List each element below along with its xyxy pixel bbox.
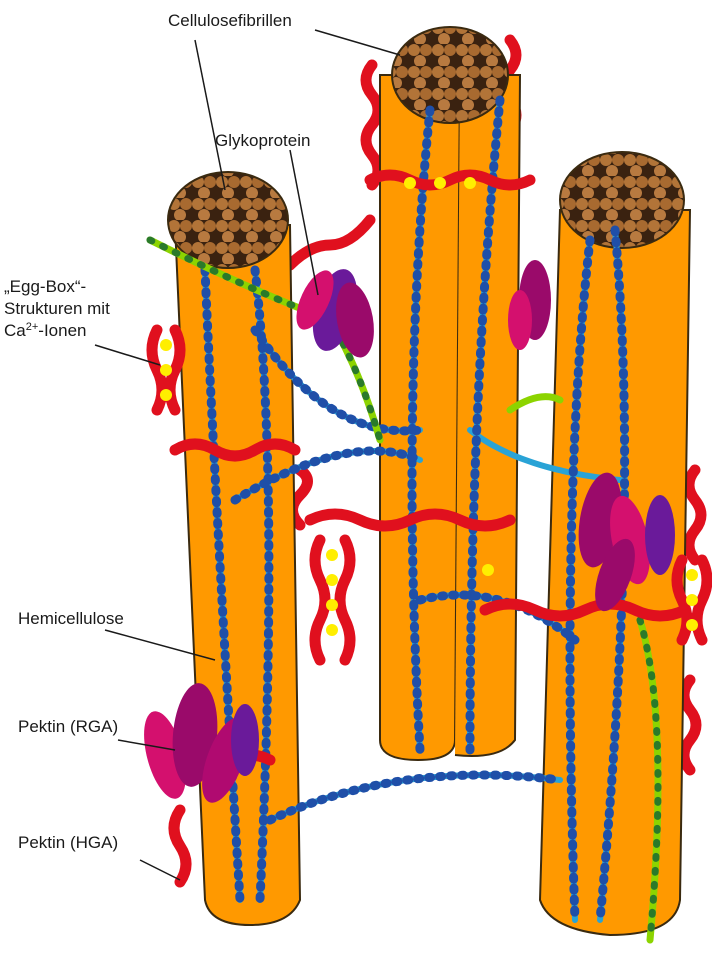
fibril-end-middle	[392, 27, 508, 123]
pectin-eggbox-right-b	[697, 560, 707, 640]
leader-glycoprotein	[290, 150, 318, 295]
calcium-ion	[434, 177, 446, 189]
pectin-eggbox-mid-a	[315, 540, 325, 660]
fibril-end-left	[168, 172, 288, 268]
pectin-chain-upper-web	[290, 220, 370, 265]
calcium-ion	[160, 389, 172, 401]
calcium-ion	[160, 339, 172, 351]
pectin-chain-top-left	[366, 65, 378, 185]
calcium-ion	[482, 564, 494, 576]
glycoprotein-cluster	[289, 264, 380, 360]
leader-pectin-hga	[140, 860, 180, 880]
label-eggbox-line2: Strukturen mit	[4, 299, 110, 318]
calcium-ion	[326, 624, 338, 636]
label-eggbox-line1: „Egg-Box“-	[4, 277, 86, 296]
label-eggbox-line3: Ca2+-Ionen	[4, 321, 86, 340]
label-pectin-hga: Pektin (HGA)	[18, 833, 118, 852]
pectin-hga-bottom-left	[174, 810, 186, 882]
pectin-chain-right-edge	[689, 470, 701, 560]
label-pectin-rga: Pektin (RGA)	[18, 717, 118, 736]
label-eggbox-ca: Ca	[4, 321, 26, 340]
calcium-ion	[326, 574, 338, 586]
calcium-ion	[404, 177, 416, 189]
label-cellulose-fibrils: Cellulosefibrillen	[168, 11, 292, 30]
calcium-ion	[686, 619, 698, 631]
label-eggbox-charge: 2+	[26, 321, 39, 333]
calcium-ion	[464, 177, 476, 189]
calcium-ion	[686, 594, 698, 606]
calcium-ion	[326, 599, 338, 611]
calcium-ion	[686, 569, 698, 581]
pectin-chain-right-lower	[684, 680, 696, 770]
calcium-ion	[326, 549, 338, 561]
label-glycoprotein: Glykoprotein	[215, 131, 310, 150]
leader-cellulose-right	[315, 30, 400, 55]
leader-cellulose-left	[195, 40, 225, 190]
calcium-ion	[160, 364, 172, 376]
label-hemicellulose: Hemicellulose	[18, 609, 124, 628]
fibril-end-right	[560, 152, 684, 248]
label-eggbox-ions: -Ionen	[38, 321, 86, 340]
pectin-eggbox-mid-b	[340, 540, 350, 660]
